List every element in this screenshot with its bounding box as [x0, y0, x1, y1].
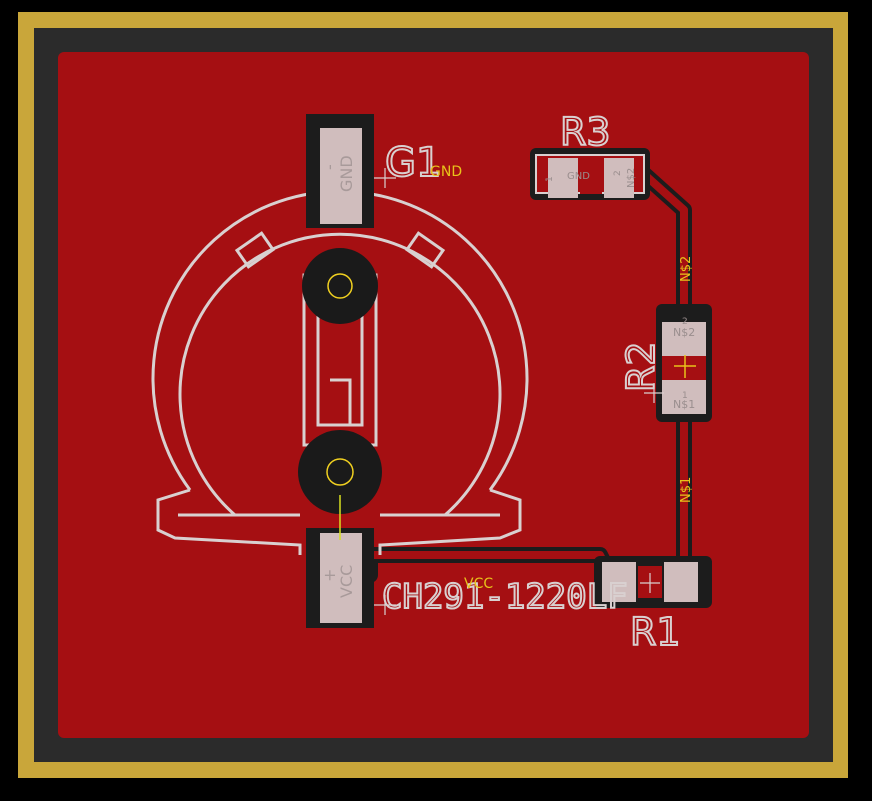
r1-pad-right[interactable]	[664, 562, 698, 602]
trace-n2[interactable]	[641, 171, 688, 314]
g1-silkscreen	[151, 189, 529, 555]
r1-ref-label: R1	[630, 610, 681, 654]
g1-value-label: CH291-1220LF	[382, 577, 628, 617]
r3-pad-right-label: N$2	[626, 168, 637, 188]
origin-marks	[374, 168, 664, 615]
r2-gap	[662, 356, 706, 380]
via-top-drill	[327, 273, 353, 299]
g1-base-bracket	[156, 488, 522, 555]
via-bottom-drill	[326, 458, 354, 486]
r1-pad-left[interactable]	[602, 562, 636, 602]
r3-pin-left-label: 1	[545, 176, 555, 182]
gnd-net-label: GND	[430, 164, 462, 180]
g1-vias	[298, 248, 382, 514]
r2-pad-top-label: N$2	[673, 326, 695, 339]
r2-pin-top-label: 2	[682, 317, 688, 327]
r3-pin-right-label: 2	[613, 170, 623, 176]
n1-trace-label: N$1	[679, 477, 694, 503]
g1-pad-vcc[interactable]	[320, 533, 362, 623]
r2-ref-label: R2	[619, 341, 663, 392]
g1-ref-label: G1	[385, 140, 441, 186]
via-top[interactable]	[302, 248, 378, 324]
r3-gap	[580, 160, 602, 194]
via-bottom[interactable]	[298, 430, 382, 514]
r2-pad-bottom[interactable]	[662, 380, 706, 414]
g1-inner-ring	[178, 232, 502, 517]
r2-footprint	[656, 304, 712, 422]
r3-footprint	[530, 148, 650, 200]
g1-tab-right	[404, 231, 446, 269]
n2-trace-label: N$2	[679, 256, 694, 282]
pad-gnd-label: GND	[337, 155, 356, 192]
r1-footprint	[594, 556, 712, 608]
vcc-net-label: VCC	[464, 576, 493, 592]
r3-ref-label: R3	[560, 110, 611, 154]
pad-vcc-label: VCC	[337, 565, 356, 598]
r2-pad-bottom-label: N$1	[673, 398, 695, 411]
r2-pin-bottom-label: 1	[682, 391, 688, 401]
pad-minus-label: -	[320, 164, 339, 170]
r3-pad-right[interactable]	[604, 158, 634, 198]
pad-plus-label: +	[320, 569, 339, 582]
g1-pad-gnd[interactable]	[320, 128, 362, 224]
r3-pad-left-label: GND	[567, 171, 590, 182]
g1-tab-left	[234, 231, 276, 269]
r2-pad-top[interactable]	[662, 322, 706, 356]
g1-pads	[306, 114, 374, 628]
r3-pad-left[interactable]	[548, 158, 578, 198]
